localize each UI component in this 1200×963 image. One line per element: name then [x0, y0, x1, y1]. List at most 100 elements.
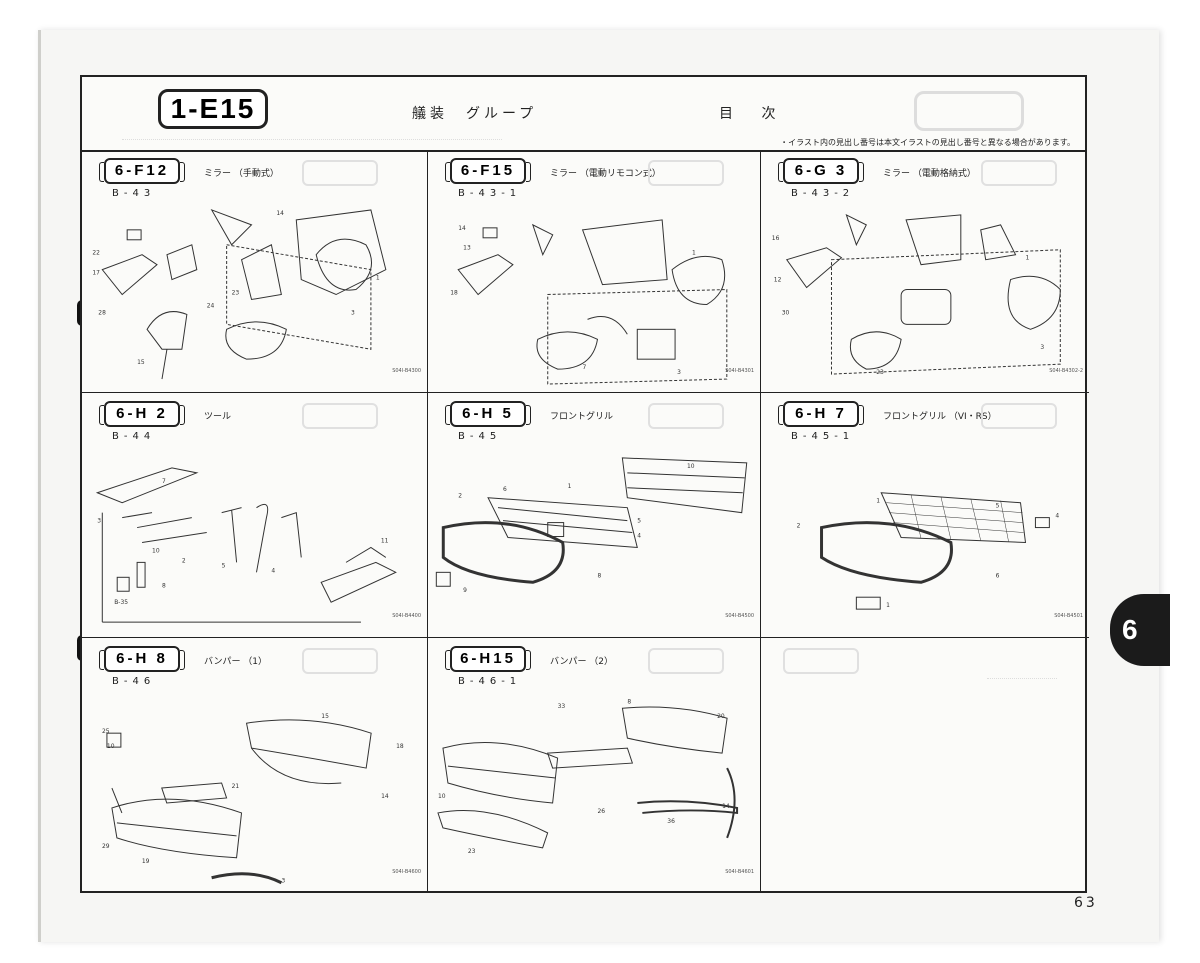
svg-text:B-35: B-35	[114, 599, 128, 606]
svg-text:1: 1	[1025, 255, 1029, 262]
illustration-part-number: S04I-B4300	[392, 368, 421, 374]
svg-text:4: 4	[1055, 513, 1059, 520]
cell-code: 6-H 7	[778, 401, 864, 427]
section-code: 1-E15	[158, 89, 268, 129]
cell-ref: B-46-1	[458, 676, 522, 687]
svg-text:1: 1	[692, 250, 696, 257]
bleedthrough-line	[122, 139, 502, 145]
cell-ref: B-43	[112, 188, 156, 199]
cell-code: 6-H15	[445, 646, 531, 672]
svg-text:10: 10	[152, 547, 160, 554]
svg-text:8: 8	[627, 698, 631, 705]
illustration-part-number: S04I-B4301	[725, 368, 754, 374]
svg-text:19: 19	[142, 858, 150, 865]
svg-text:16: 16	[772, 235, 780, 242]
cell-code: 6-F15	[445, 158, 531, 184]
svg-text:3: 3	[677, 369, 681, 376]
svg-text:1: 1	[876, 498, 880, 505]
svg-text:5: 5	[222, 562, 226, 569]
cell-label: フロントグリル （VI・RS）	[883, 412, 997, 422]
bleedthrough-tag	[981, 403, 1057, 429]
cell-code: 6-H 2	[99, 401, 185, 427]
toc-label: 目 次	[719, 106, 788, 122]
svg-text:11: 11	[381, 537, 389, 544]
bleedthrough-tag	[648, 160, 724, 186]
svg-text:14: 14	[458, 225, 466, 232]
svg-text:8: 8	[597, 572, 601, 579]
svg-text:24: 24	[207, 302, 215, 309]
svg-text:36: 36	[667, 818, 675, 825]
cell-ref: B-43-1	[458, 188, 522, 199]
svg-text:23: 23	[232, 290, 240, 297]
svg-text:22: 22	[92, 250, 100, 257]
svg-text:3: 3	[1040, 344, 1044, 351]
bleedthrough-code	[914, 91, 1024, 131]
cell-label: バンパー （1）	[204, 657, 268, 667]
page-title: 艤装 グループ	[412, 106, 538, 122]
front-grille-vi-rs-diagram: 1 2 5 4 6 1	[797, 492, 1059, 610]
svg-text:7: 7	[583, 364, 587, 371]
svg-text:23: 23	[876, 369, 884, 376]
svg-text:15: 15	[321, 713, 329, 720]
page-header: 1-E15 艤装 グループ 目 次 ・イラスト内の見出し番号は本文イラストの見出…	[82, 77, 1085, 152]
svg-text:17: 17	[92, 270, 100, 277]
svg-text:13: 13	[463, 245, 471, 252]
illustration-part-number: S04I-B4600	[392, 869, 421, 875]
bleedthrough-tag	[302, 160, 378, 186]
cell-ref: B-43-2	[791, 188, 855, 199]
illustration-note: ・イラスト内の見出し番号は本文イラストの見出し番号と異なる場合があります。	[780, 138, 1075, 147]
svg-text:14: 14	[722, 803, 730, 810]
svg-text:10: 10	[687, 463, 695, 470]
svg-text:5: 5	[996, 503, 1000, 510]
illustration-part-number: S04I-B4500	[725, 613, 754, 619]
bleedthrough-line	[987, 678, 1057, 679]
cell-ref: B-45	[458, 431, 502, 442]
cell-mirror-folding[interactable]: 6-G 3 ミラー （電動格納式） B-43-2 16 12 30 1 3 23	[761, 150, 1089, 393]
cell-tool[interactable]: 6-H 2 ツール B-44	[82, 393, 428, 638]
svg-text:9: 9	[463, 587, 467, 594]
cell-ref: B-46	[112, 676, 156, 687]
illustration-part-number: S04I-B4601	[725, 869, 754, 875]
section-tab[interactable]: 6	[1110, 594, 1170, 666]
svg-text:23: 23	[468, 848, 476, 855]
cell-mirror-manual[interactable]: 6-F12 ミラー （手動式） B-43	[82, 150, 428, 393]
bleedthrough-tag	[981, 160, 1057, 186]
svg-text:4: 4	[637, 533, 641, 540]
cell-code: 6-G 3	[778, 158, 864, 184]
bleedthrough-tag	[648, 648, 724, 674]
cell-empty	[761, 638, 1089, 893]
cell-ref: B-45-1	[791, 431, 855, 442]
svg-text:1: 1	[376, 275, 380, 282]
cell-label: ミラー （電動リモコン式）	[550, 169, 661, 179]
svg-text:21: 21	[232, 783, 240, 790]
svg-text:3: 3	[281, 878, 285, 885]
svg-text:6: 6	[996, 572, 1000, 579]
svg-text:2: 2	[458, 493, 462, 500]
svg-text:10: 10	[438, 793, 446, 800]
cell-code: 6-H 8	[99, 646, 185, 672]
bleedthrough-tag	[648, 403, 724, 429]
svg-text:5: 5	[637, 518, 641, 525]
svg-text:30: 30	[782, 309, 790, 316]
cell-label: ミラー （手動式）	[204, 169, 279, 179]
svg-text:6: 6	[503, 486, 507, 493]
illustration-part-number: S04I-B4400	[392, 613, 421, 619]
svg-text:1: 1	[886, 602, 890, 609]
cell-front-grille-vi-rs[interactable]: 6-H 7 フロントグリル （VI・RS） B-45-1	[761, 393, 1089, 638]
svg-text:15: 15	[137, 359, 145, 366]
diagram-grid: 6-F12 ミラー （手動式） B-43	[82, 150, 1089, 893]
svg-text:12: 12	[774, 277, 782, 284]
svg-text:2: 2	[797, 523, 801, 530]
svg-text:2: 2	[182, 557, 186, 564]
svg-text:18: 18	[396, 743, 404, 750]
cell-label: ミラー （電動格納式）	[883, 169, 976, 179]
